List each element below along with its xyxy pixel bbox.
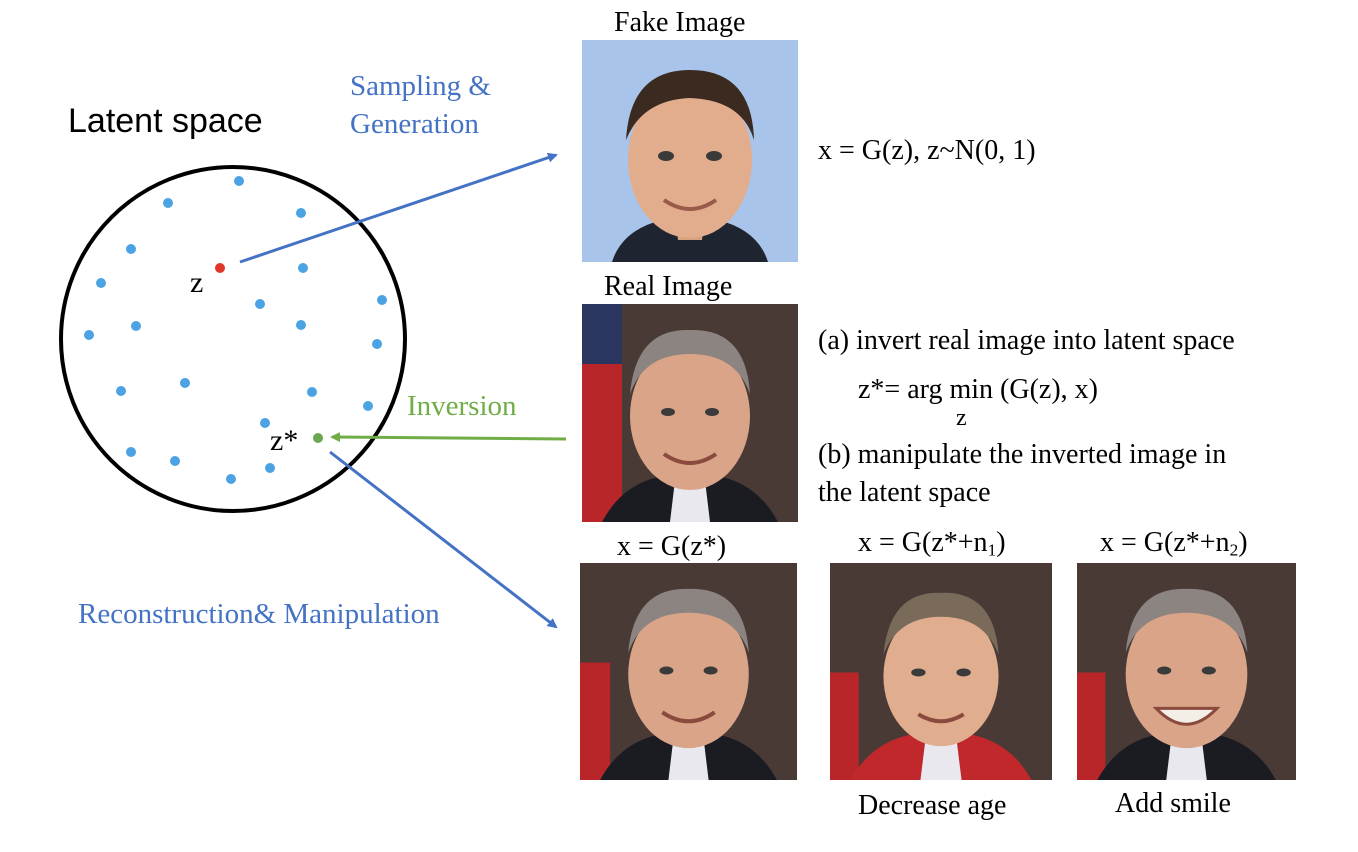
output-formula-1: x = G(z*) (617, 531, 727, 562)
latent-dot-10 (296, 320, 306, 330)
latent-dot-20 (265, 463, 275, 473)
inversion-label: Inversion (407, 390, 517, 422)
latent-dot-1 (234, 176, 244, 186)
latent-dot-19 (170, 456, 180, 466)
reconstruction-label: Reconstruction& Manipulation (78, 598, 440, 630)
latent-dot-13 (180, 378, 190, 388)
latent-dot-15 (307, 387, 317, 397)
fake-image-formula: x = G(z), z~N(0, 1) (818, 135, 1036, 166)
sampling-arrow (239, 152, 558, 264)
caption-add-smile: Add smile (1115, 788, 1231, 819)
latent-dot-14 (116, 386, 126, 396)
sampling-label-line1: Sampling & (350, 70, 491, 102)
latent-dot-12 (372, 339, 382, 349)
real-image (582, 304, 798, 522)
reconstructed-image (580, 563, 797, 780)
latent-dot-5 (298, 263, 308, 273)
step-a-formula-sub: z (956, 405, 967, 431)
real-image-label: Real Image (604, 271, 733, 302)
latent-dot-11 (84, 330, 94, 340)
output-formula-3: x = G(z*+n2) (1100, 527, 1248, 560)
latent-dot-8 (377, 295, 387, 305)
step-a-text: (a) invert real image into latent space (818, 325, 1235, 356)
latent-dot-4 (126, 244, 136, 254)
latent-space-title: Latent space (68, 102, 263, 140)
latent-dot-9 (131, 321, 141, 331)
latent-dots (84, 176, 387, 484)
latent-dot-7 (255, 299, 265, 309)
output-formula-2: x = G(z*+n1) (858, 527, 1006, 560)
latent-dot-21 (226, 474, 236, 484)
reconstruction-arrow (329, 450, 558, 629)
step-b-line2: the latent space (818, 477, 991, 508)
z-point (215, 263, 225, 273)
sampling-label-line2: Generation (350, 108, 479, 140)
step-b-line1: (b) manipulate the inverted image in (818, 439, 1227, 470)
latent-dot-3 (296, 208, 306, 218)
z-star-label: z* (270, 424, 299, 457)
latent-dot-18 (126, 447, 136, 457)
latent-dot-17 (260, 418, 270, 428)
step-a-formula: z*= arg min (G(z), x) (858, 374, 1098, 405)
latent-dot-16 (363, 401, 373, 411)
add-smile-image (1077, 563, 1296, 780)
inversion-arrow (330, 432, 567, 443)
latent-dot-6 (96, 278, 106, 288)
decrease-age-image (830, 563, 1052, 780)
latent-space-circle (59, 165, 407, 513)
fake-image-label: Fake Image (614, 7, 746, 38)
latent-dot-2 (163, 198, 173, 208)
z-star-point (313, 433, 323, 443)
fake-image (582, 40, 798, 262)
z-label: z (190, 266, 204, 299)
caption-decrease-age: Decrease age (858, 790, 1007, 821)
